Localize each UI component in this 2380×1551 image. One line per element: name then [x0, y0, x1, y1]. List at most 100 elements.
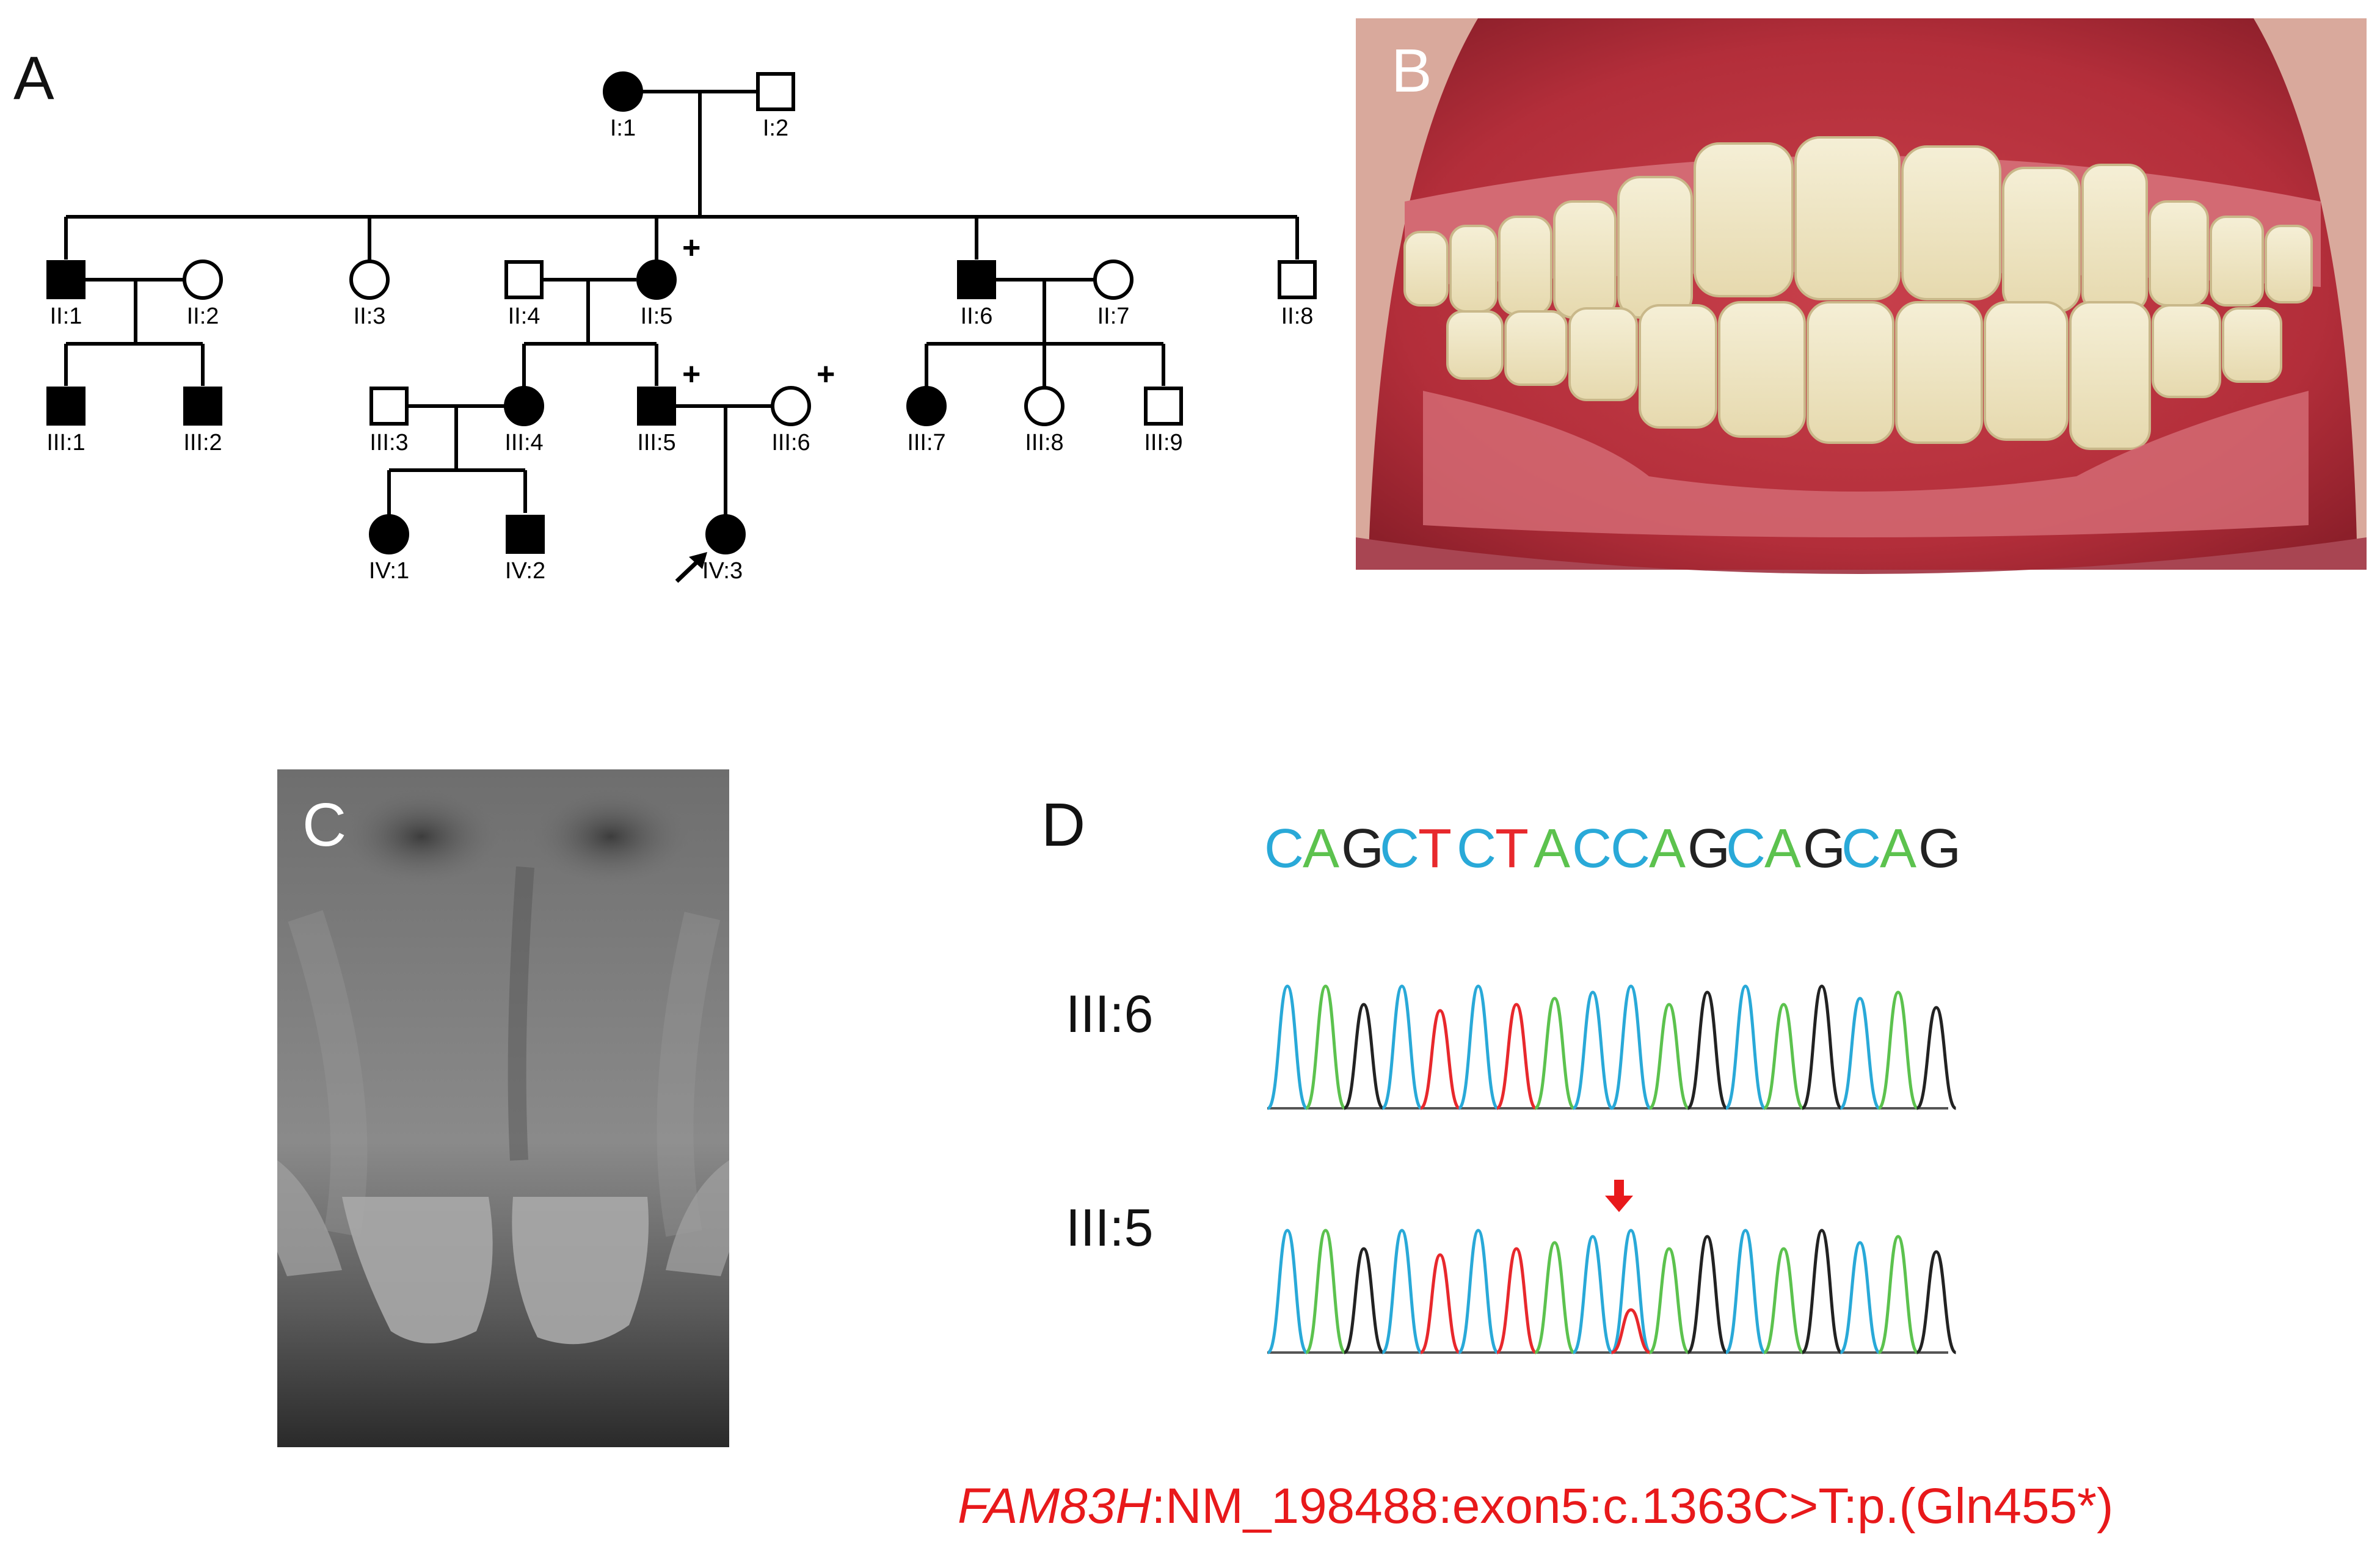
- pedigree-iii-5-label: III:5: [637, 430, 675, 456]
- pedigree-iv-2-symbol: [506, 515, 545, 554]
- chromatogram-peak: [1763, 1247, 1804, 1354]
- chromatogram-peak: [1916, 1006, 1957, 1110]
- panel-label-c: C: [302, 791, 346, 859]
- pedigree-i-2-label: I:2: [763, 115, 788, 141]
- chromatogram-peak: [1648, 1247, 1690, 1354]
- xray-image: [277, 769, 729, 1447]
- chromatogram-peak: [1877, 990, 1919, 1110]
- sequence-base: G: [1687, 818, 1730, 879]
- chromatogram-label-1: III:6: [1066, 985, 1153, 1044]
- sequence-base: C: [1457, 818, 1496, 879]
- chromatogram-peak: [1381, 984, 1422, 1110]
- pedigree-iii-6-symbol: [771, 386, 811, 426]
- pedigree-iii-3-symbol: [369, 387, 409, 426]
- pedigree-ii-7-symbol: [1093, 260, 1134, 300]
- chromatogram-peak: [1687, 1235, 1728, 1354]
- pedigree-ii-8-label: II:8: [1281, 303, 1314, 329]
- pedigree-ii-1-label: II:1: [50, 303, 82, 329]
- sequence-base: C: [1610, 818, 1650, 879]
- pedigree-i-1-symbol: [603, 71, 643, 112]
- sequence-base: C: [1726, 818, 1766, 879]
- panel-label-d: D: [1041, 791, 1085, 859]
- pedigree-lines: [64, 90, 1299, 517]
- pedigree-iii-2-label: III:2: [183, 430, 222, 456]
- pedigree-iv-3-label: IV:3: [702, 558, 743, 584]
- pedigree-i-2-symbol: [756, 72, 795, 111]
- chromatogram-peak: [1458, 984, 1499, 1110]
- chromatogram-peak: [1496, 1247, 1537, 1354]
- chromatogram-peak: [1343, 1247, 1385, 1354]
- variant-gene: FAM83H: [958, 1478, 1152, 1534]
- chromatogram-peak: [1610, 984, 1651, 1110]
- chromatogram-peak: [1381, 1229, 1422, 1354]
- pedigree-iv-2-label: IV:2: [505, 558, 545, 584]
- pedigree-iii-1-label: III:1: [46, 430, 85, 456]
- pedigree-ii-1-symbol: [46, 260, 86, 299]
- sequence-base: G: [1918, 818, 1961, 879]
- mutation-arrow: [1605, 1180, 1633, 1212]
- chromatogram-peak: [1610, 1229, 1651, 1354]
- pedigree-iii-4-symbol: [504, 386, 544, 426]
- pedigree-iv-3-symbol: [705, 514, 746, 554]
- pedigree-iii-6-tested-mark: +: [817, 357, 835, 392]
- chromatogram-peak: [1267, 984, 1308, 1110]
- chromatogram-peak: [1534, 997, 1575, 1110]
- pedigree-ii-6-label: II:6: [961, 303, 993, 329]
- panel-label-b: B: [1391, 37, 1432, 105]
- chromatogram-peak: [1801, 1229, 1843, 1354]
- pedigree-i-1-label: I:1: [610, 115, 636, 141]
- variant-detail: :NM_198488:exon5:c.1363C>T:p.(Gln455*): [1151, 1478, 2114, 1534]
- pedigree-ii-2-label: II:2: [187, 303, 219, 329]
- sequence-base: T: [1418, 818, 1452, 879]
- pedigree-symbols: [46, 71, 1317, 554]
- sequence-base: G: [1341, 818, 1384, 879]
- chromatogram-peak: [1801, 984, 1843, 1110]
- chromatogram-III-5: [1267, 1229, 1957, 1354]
- pedigree-iii-3-label: III:3: [369, 430, 408, 456]
- chromatogram-peak: [1725, 1229, 1766, 1354]
- pedigree-iv-1-label: IV:1: [369, 558, 409, 584]
- pedigree-iii-9-label: III:9: [1144, 430, 1182, 456]
- pedigree-ii-4-symbol: [504, 260, 544, 299]
- pedigree-iii-8-symbol: [1024, 386, 1064, 426]
- sequence-base: A: [1649, 818, 1686, 879]
- chromatogram-peak: [1916, 1250, 1957, 1354]
- sequence-base: T: [1495, 818, 1529, 879]
- pedigree-ii-5-symbol: [636, 260, 677, 300]
- pedigree-ii-6-symbol: [957, 260, 996, 299]
- sequence-base: A: [1534, 818, 1570, 879]
- chromatogram-peak: [1305, 1229, 1346, 1354]
- chromatogram-peak: [1458, 1229, 1499, 1354]
- chromatogram-III-6: [1267, 984, 1957, 1110]
- pedigree-iv-1-symbol: [369, 514, 409, 554]
- pedigree-iii-5-tested-mark: +: [682, 357, 701, 392]
- chromatogram-peak: [1419, 1009, 1461, 1110]
- chromatogram-peak: [1267, 1229, 1308, 1354]
- sequence-base: C: [1841, 818, 1881, 879]
- pedigree-ii-8-symbol: [1278, 260, 1317, 299]
- sequence-base: C: [1264, 818, 1304, 879]
- chromatogram-peak: [1687, 990, 1728, 1110]
- sequence-base: A: [1303, 818, 1339, 879]
- chromatogram-peak: [1572, 1235, 1614, 1354]
- pedigree-iii-7-symbol: [906, 386, 947, 426]
- sequence-base: A: [1764, 818, 1801, 879]
- pedigree-ii-3-symbol: [349, 260, 390, 300]
- pedigree-iii-5-symbol: [637, 387, 676, 426]
- pedigree-iii-8-label: III:8: [1025, 430, 1063, 456]
- chromatogram-peak: [1343, 1003, 1385, 1110]
- sequence-base: G: [1803, 818, 1846, 879]
- pedigree-ii-2-symbol: [183, 260, 223, 300]
- pedigree-iii-9-symbol: [1144, 387, 1183, 426]
- sequence-base: C: [1572, 818, 1612, 879]
- pedigree-ii-4-label: II:4: [508, 303, 540, 329]
- chromatogram-peak: [1305, 984, 1346, 1110]
- chromatogram-peak: [1534, 1241, 1575, 1354]
- chromatogram-peak: [1419, 1253, 1461, 1354]
- chromatogram-peak: [1877, 1235, 1919, 1354]
- pedigree-ii-3-label: II:3: [354, 303, 386, 329]
- sequence-base: C: [1380, 818, 1419, 879]
